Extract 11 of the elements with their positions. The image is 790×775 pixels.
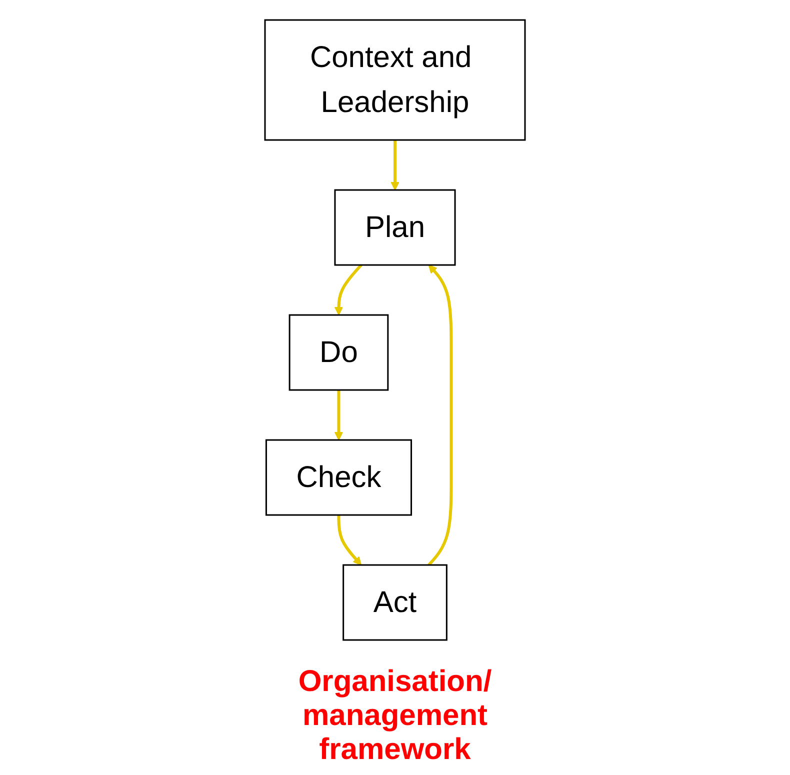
arrow [428, 264, 453, 566]
arrow [334, 390, 344, 440]
arrow [334, 264, 362, 316]
arrow [337, 515, 362, 566]
node-box: Do [288, 314, 389, 391]
node-box: Act [342, 564, 448, 641]
node-box: Context and Leadership [264, 19, 526, 141]
arrow [390, 140, 400, 190]
center-label: Organisation/ management framework [297, 665, 493, 767]
node-box: Check [265, 439, 412, 516]
node-box: Plan [334, 189, 456, 266]
